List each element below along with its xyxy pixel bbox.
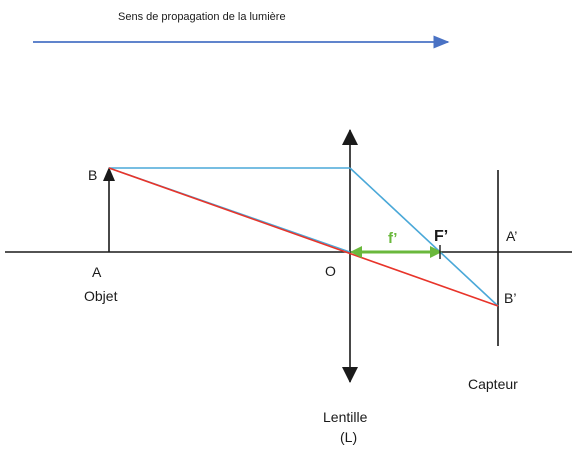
label-focal-point: F’ (434, 228, 448, 245)
label-lentille-symbol: (L) (340, 429, 357, 445)
lens-top-arrowhead (342, 129, 358, 145)
label-A: A (92, 264, 102, 280)
ray-center-red (108, 167, 499, 307)
label-B-prime: B’ (504, 290, 516, 306)
focal-arrowhead-right (430, 246, 442, 258)
propagation-label: Sens de propagation de la lumière (118, 11, 286, 23)
lens-bottom-arrowhead (342, 367, 358, 383)
ray-parallel-refracted (349, 167, 499, 307)
label-O: O (325, 263, 336, 279)
object-arrowhead (103, 167, 115, 181)
label-A-prime: A’ (506, 228, 517, 244)
label-focal-length: f’ (388, 230, 397, 247)
label-B: B (88, 167, 97, 183)
label-capteur: Capteur (468, 376, 518, 392)
focal-arrowhead-left (350, 246, 362, 258)
label-lentille: Lentille (323, 409, 368, 425)
label-objet: Objet (84, 288, 118, 304)
